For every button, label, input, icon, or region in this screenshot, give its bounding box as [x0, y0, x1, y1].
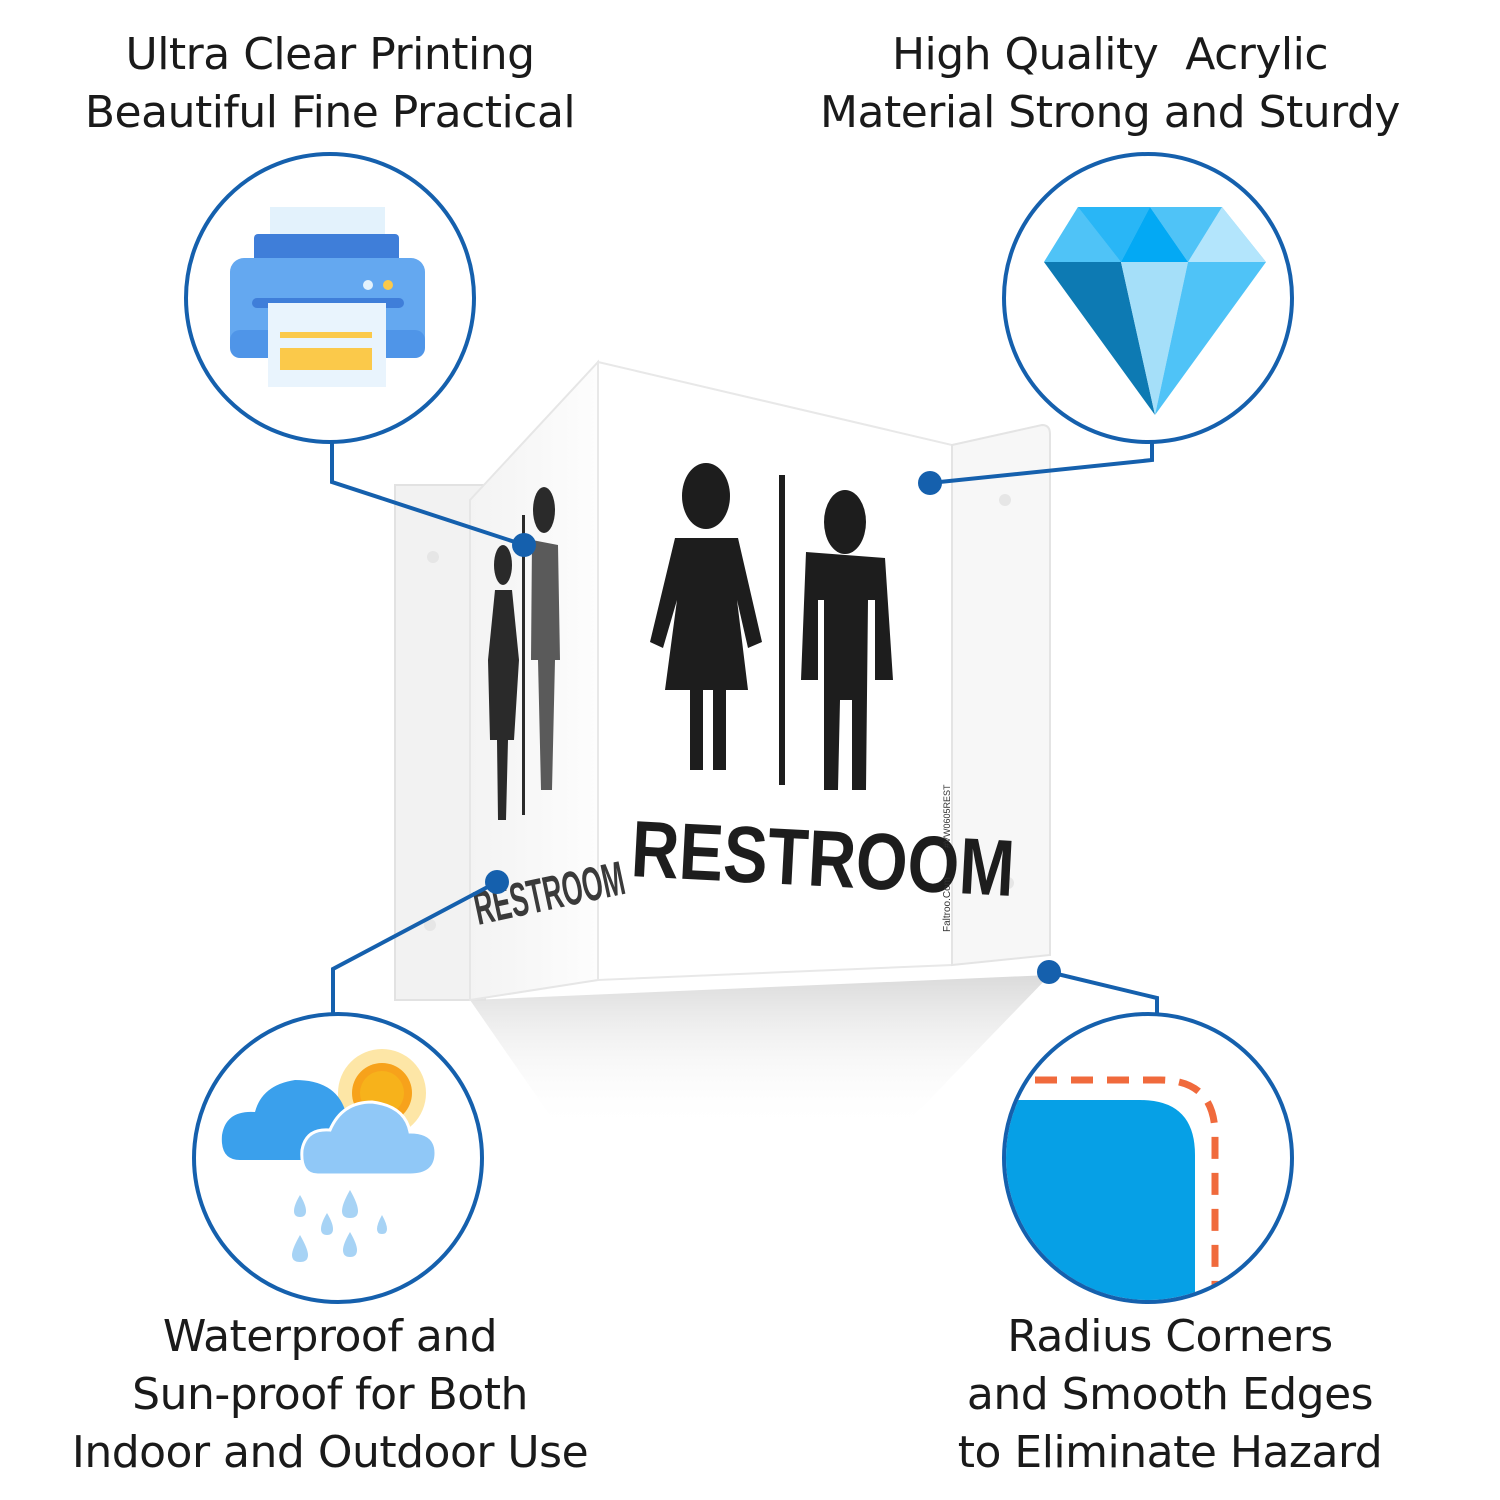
- screw-hole: [1002, 877, 1014, 889]
- caption-line: Ultra Clear Printing: [125, 29, 535, 80]
- sign-left-flange: [394, 484, 486, 1001]
- caption-line: Material Strong and Sturdy: [820, 87, 1400, 138]
- caption-radius: Radius Corners and Smooth Edges to Elimi…: [900, 1308, 1440, 1482]
- diamond-icon: [1002, 152, 1294, 444]
- weather-icon: [192, 1012, 484, 1304]
- screw-hole: [999, 494, 1011, 506]
- rounded-corner-icon: [1002, 1012, 1294, 1304]
- callout-lines: [330, 440, 1159, 1016]
- caption-line: Radius Corners: [1007, 1311, 1333, 1362]
- sign-shadow: [470, 975, 1050, 1130]
- callout-dot: [918, 471, 942, 495]
- printer-icon: [184, 152, 476, 444]
- divider-bar: [779, 475, 785, 785]
- restroom-label: RESTROOM: [629, 803, 1017, 913]
- brand-text: Faltroo.Com: [942, 877, 953, 932]
- screw-hole: [427, 551, 439, 563]
- caption-line: Beautiful Fine Practical: [84, 87, 576, 138]
- caption-line: High Quality Acrylic: [891, 29, 1329, 80]
- callout-dot: [485, 870, 509, 894]
- cloud-icon: [221, 1080, 438, 1177]
- sign-right-flange: [951, 423, 1051, 967]
- caption-line: and Smooth Edges: [966, 1369, 1374, 1420]
- screw-hole: [424, 919, 436, 931]
- sku-text: #VW0605REST: [942, 784, 952, 848]
- caption-line: to Eliminate Hazard: [957, 1427, 1383, 1478]
- restroom-sign: RESTROOM RESTROOM Faltroo.Com #VW0605RES…: [394, 359, 1051, 1130]
- caption-line: Sun-proof for Both: [132, 1369, 528, 1420]
- caption-acrylic: High Quality Acrylic Material Strong and…: [790, 26, 1430, 142]
- caption-line: Indoor and Outdoor Use: [71, 1427, 589, 1478]
- caption-weather: Waterproof and Sun-proof for Both Indoor…: [30, 1308, 630, 1482]
- callout-dot: [1037, 960, 1061, 984]
- restroom-pictogram: [650, 463, 893, 790]
- woman-figure: [650, 463, 762, 770]
- caption-printing: Ultra Clear Printing Beautiful Fine Prac…: [30, 26, 630, 142]
- raindrops-icon: [292, 1190, 387, 1262]
- man-figure: [801, 490, 893, 790]
- caption-line: Waterproof and: [162, 1311, 498, 1362]
- callout-dot: [512, 533, 536, 557]
- side-restroom-pictogram: [488, 487, 560, 820]
- callout-dots: [485, 471, 1061, 984]
